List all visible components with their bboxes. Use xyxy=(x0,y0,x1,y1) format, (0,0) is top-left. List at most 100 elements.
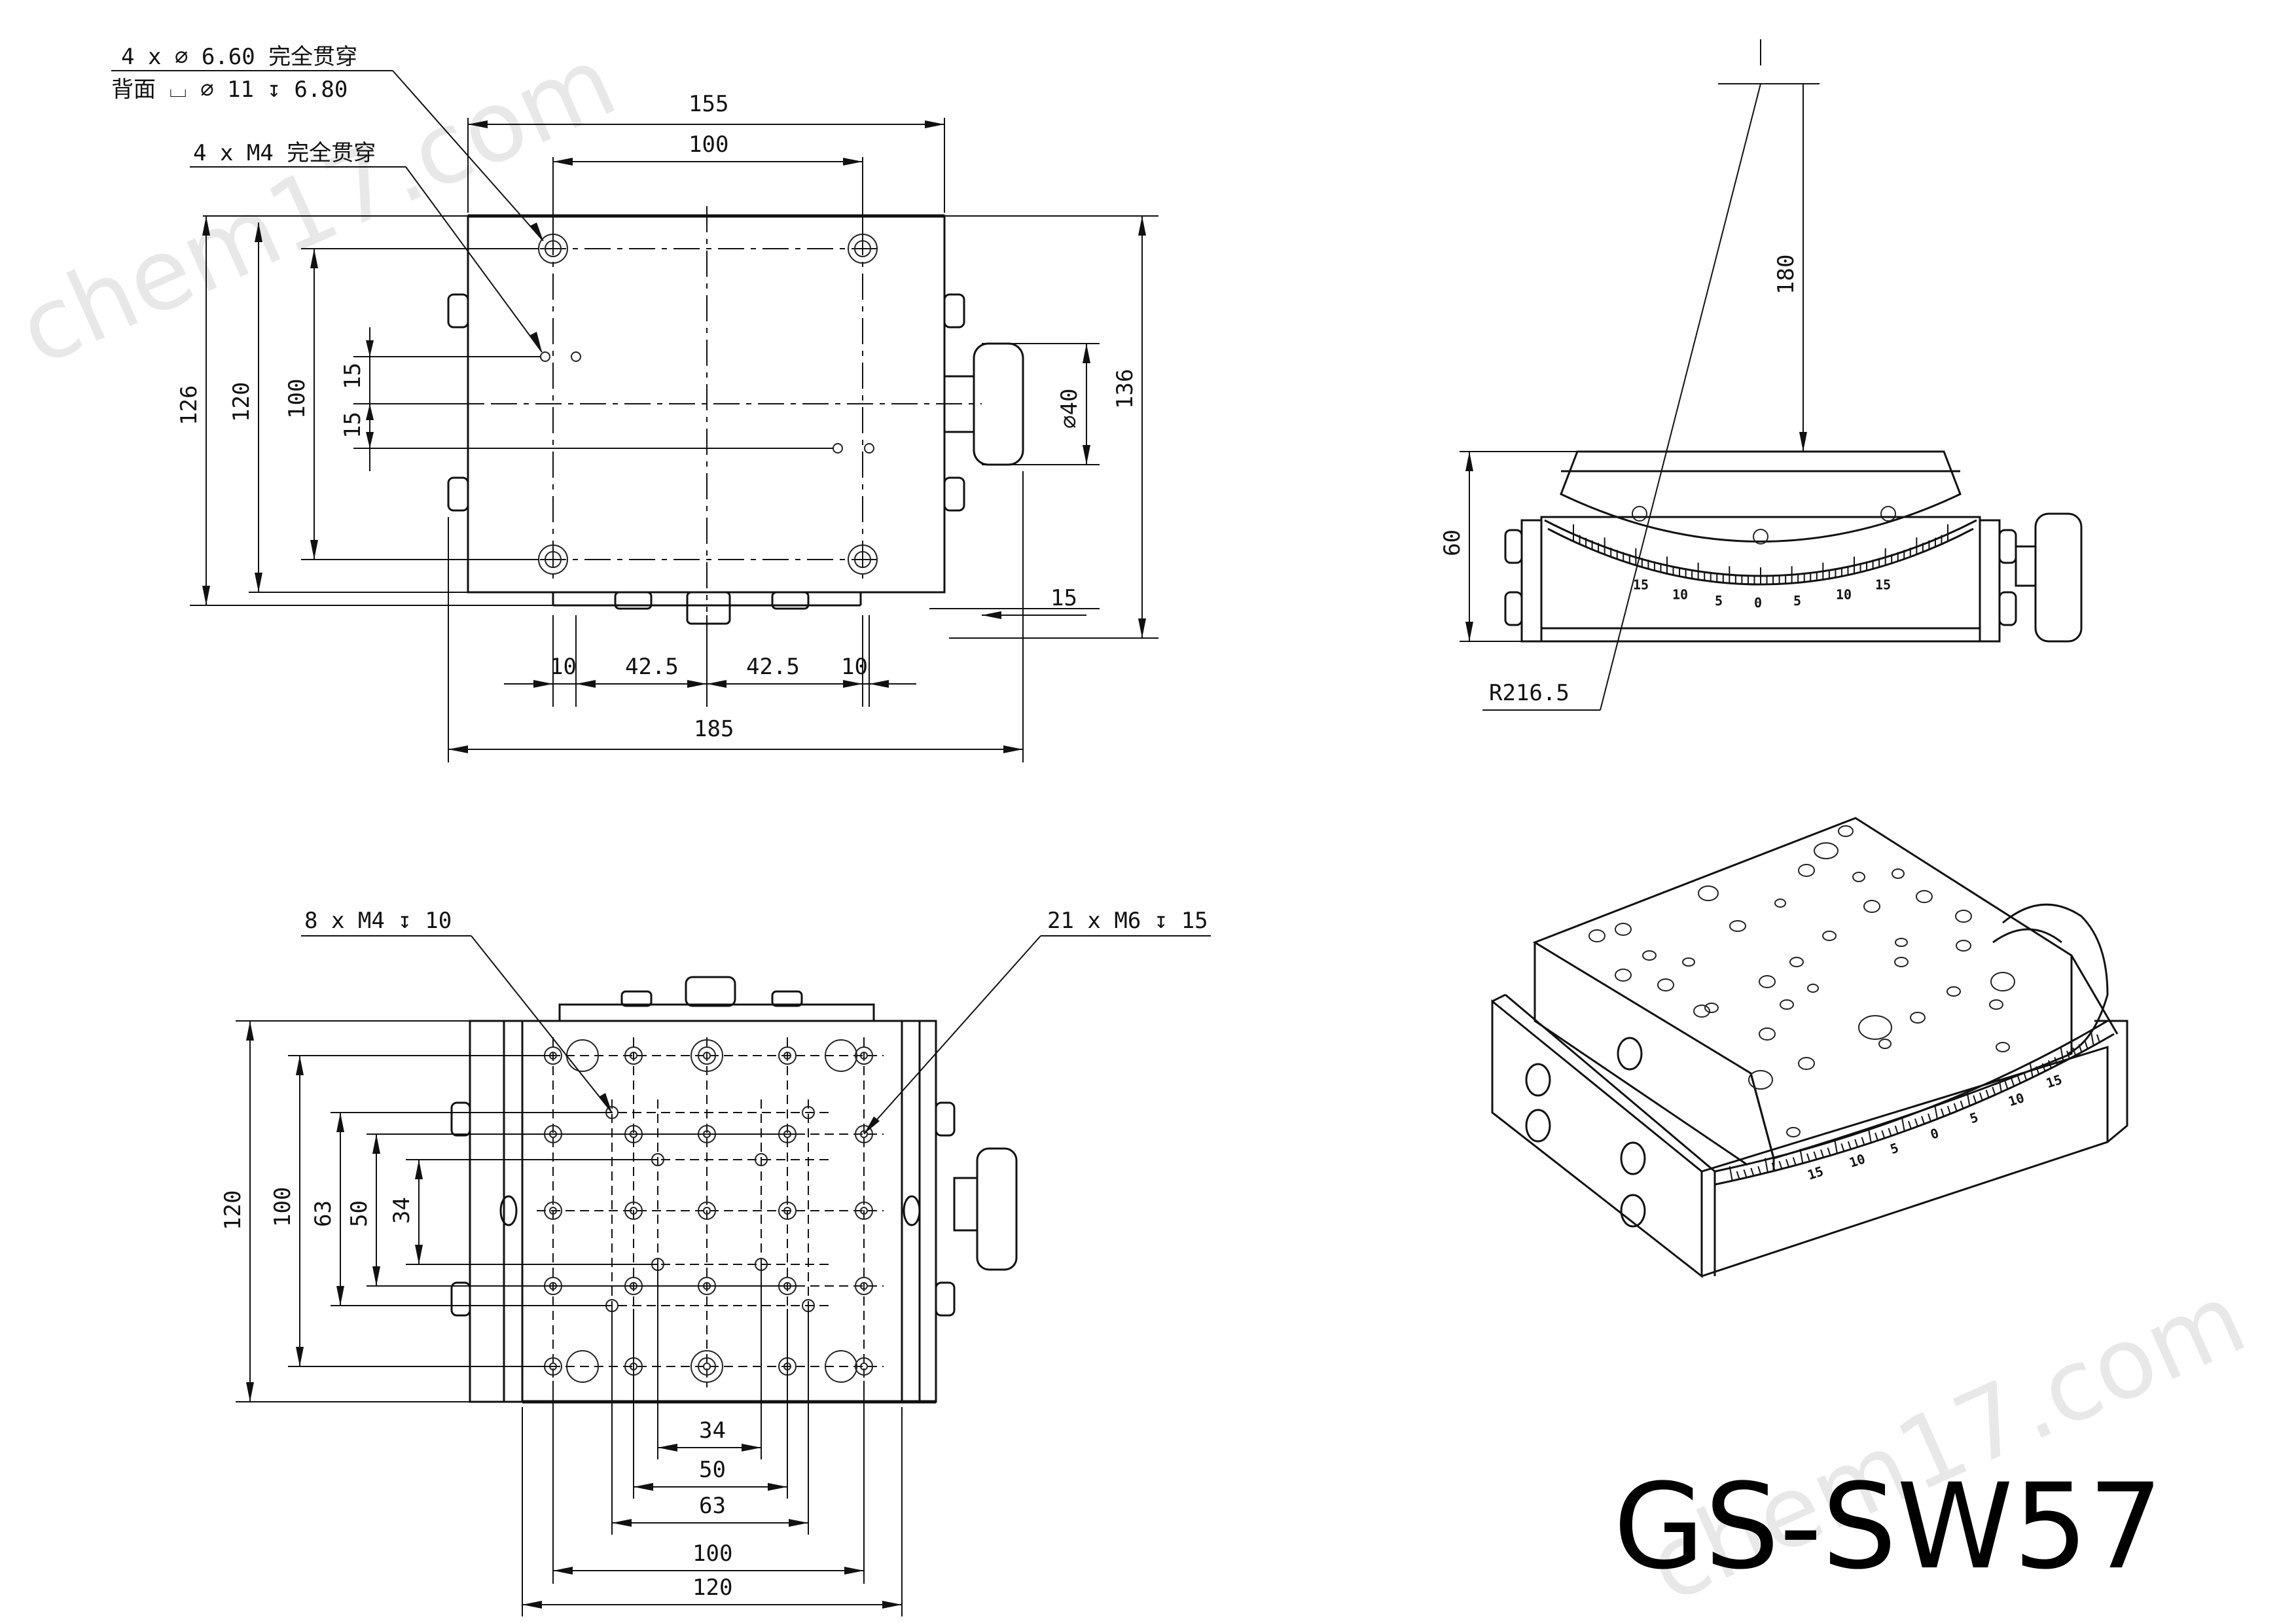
iso-hole xyxy=(1894,957,1909,967)
iso-hole xyxy=(1774,899,1786,908)
iso-scale-tick xyxy=(2017,1075,2021,1084)
mount-hole xyxy=(624,1046,643,1065)
scale-label: 0 xyxy=(1754,595,1762,611)
iso-scale-tick xyxy=(1960,1100,1964,1109)
iso-scale-tick xyxy=(1806,1153,1810,1162)
iso-scale-label: 5 xyxy=(1888,1140,1901,1158)
iso-hole xyxy=(1786,1127,1801,1137)
iso-scale-tick xyxy=(1840,1143,1845,1152)
iso-hole xyxy=(1892,868,1905,879)
iso-scale-ticks xyxy=(1729,1031,2100,1181)
mount-hole xyxy=(698,1357,716,1376)
iso-scale-tick xyxy=(1785,1159,1790,1168)
dim-180: 180 xyxy=(1773,255,1799,294)
mount-hole-inner xyxy=(549,1207,557,1215)
mount-hole-inner xyxy=(703,1207,711,1215)
mount-hole-inner xyxy=(860,1282,868,1290)
iso-hole xyxy=(1990,972,2015,991)
mount-hole xyxy=(566,1350,599,1383)
side-scale-ticks xyxy=(1573,524,1948,584)
dim-50-left: 50 xyxy=(346,1200,372,1227)
dim-63-left: 63 xyxy=(310,1200,336,1227)
bottom-view: 120 100 63 50 34 34 xyxy=(220,908,1211,1616)
dim-136: 136 xyxy=(1112,369,1138,409)
dim-15-upper: 15 xyxy=(340,363,366,389)
iso-hole xyxy=(1657,978,1674,991)
dim-126: 126 xyxy=(176,385,202,425)
iso-hole xyxy=(1748,1070,1773,1090)
dim-100-bottom-left: 100 xyxy=(270,1187,296,1227)
iso-scale-tick xyxy=(1874,1132,1879,1141)
iso-hole xyxy=(1996,1042,2010,1052)
iso-scale-tick xyxy=(1827,1147,1831,1156)
iso-hole xyxy=(1863,900,1880,913)
dim-dia-40: ∅40 xyxy=(1056,389,1083,429)
mount-hole xyxy=(698,1046,716,1065)
dim-50-bottom: 50 xyxy=(699,1457,726,1483)
dim-15-lower: 15 xyxy=(340,412,366,438)
dim-120-bottom-left: 120 xyxy=(220,1190,246,1230)
note-counterbore: 背面 ⌴ ∅ 11 ↧ 6.80 xyxy=(111,77,348,103)
note-m4-depth: 8 x M4 ↧ 10 xyxy=(304,908,452,934)
mount-hole-inner xyxy=(860,1130,868,1138)
iso-scale-tick xyxy=(1946,1105,1951,1115)
model-title: GS-SW57 xyxy=(1613,1459,2163,1596)
iso-scale-tick xyxy=(2072,1047,2077,1056)
iso-scale-tick xyxy=(1736,1171,1740,1180)
mount-hole-inner xyxy=(860,1363,868,1370)
mount-hole xyxy=(698,1202,716,1220)
dim-155: 155 xyxy=(689,91,728,117)
iso-scale-tick xyxy=(1928,1113,1931,1122)
iso-hole xyxy=(1759,975,1776,988)
iso-scale-tick xyxy=(1778,1160,1783,1169)
iso-hole xyxy=(1588,929,1605,942)
iso-scale-tick xyxy=(1847,1141,1852,1150)
iso-hole xyxy=(1910,1012,1926,1024)
mount-hole-inner xyxy=(703,1363,711,1370)
iso-scale-label: 10 xyxy=(2006,1090,2026,1109)
iso-scale-tick xyxy=(1799,1149,1804,1164)
mount-hole xyxy=(755,1153,768,1166)
iso-hole xyxy=(1895,938,1908,947)
iso-scale-tick xyxy=(1750,1168,1755,1177)
iso-scale-tick xyxy=(1867,1128,1872,1143)
dim-15-right: 15 xyxy=(1050,585,1077,611)
iso-scale-tick xyxy=(2011,1078,2015,1087)
dim-r216-5: R216.5 xyxy=(1489,680,1570,706)
iso-scale-tick xyxy=(2023,1072,2028,1081)
note-m4-through: 4 x M4 完全贯穿 xyxy=(193,140,376,166)
iso-hole xyxy=(1807,984,1819,993)
iso-scale-tick xyxy=(2060,1047,2064,1062)
iso-scale-tick xyxy=(2004,1080,2009,1090)
dim-42-5-right: 42.5 xyxy=(746,654,800,680)
dim-60: 60 xyxy=(1439,529,1465,556)
mount-hole xyxy=(855,1046,873,1065)
iso-hole xyxy=(1704,1003,1719,1013)
iso-scale-label: 5 xyxy=(1967,1109,1980,1127)
iso-scale-tick xyxy=(2054,1057,2058,1065)
iso-scale-tick xyxy=(1854,1139,1859,1148)
scale-label: 5 xyxy=(1793,593,1801,609)
dim-10-left: 10 xyxy=(550,654,577,680)
iso-scale-tick xyxy=(1973,1095,1977,1104)
iso-hole xyxy=(1989,999,2003,1010)
dim-100-left: 100 xyxy=(284,379,310,419)
mount-hole-inner xyxy=(783,1207,791,1215)
note-through-holes: 4 x ∅ 6.60 完全贯穿 xyxy=(121,44,357,70)
dim-100-bottom: 100 xyxy=(692,1541,732,1567)
iso-scale-label: 15 xyxy=(2044,1071,2064,1091)
iso-scale-label: 0 xyxy=(1928,1125,1941,1143)
iso-hole xyxy=(1698,885,1719,901)
iso-hole xyxy=(1858,1015,1892,1040)
iso-scale-tick xyxy=(1985,1089,1990,1098)
iso-scale-tick xyxy=(1729,1166,1733,1181)
iso-scale-tick xyxy=(1834,1139,1838,1154)
mount-hole-inner xyxy=(630,1052,637,1060)
dim-120-bottom: 120 xyxy=(692,1575,732,1601)
iso-hole xyxy=(1798,864,1815,877)
iso-hole xyxy=(1759,1027,1776,1041)
iso-hole xyxy=(1682,957,1695,967)
iso-scale-tick xyxy=(1771,1162,1776,1171)
iso-hole xyxy=(1946,986,1961,997)
